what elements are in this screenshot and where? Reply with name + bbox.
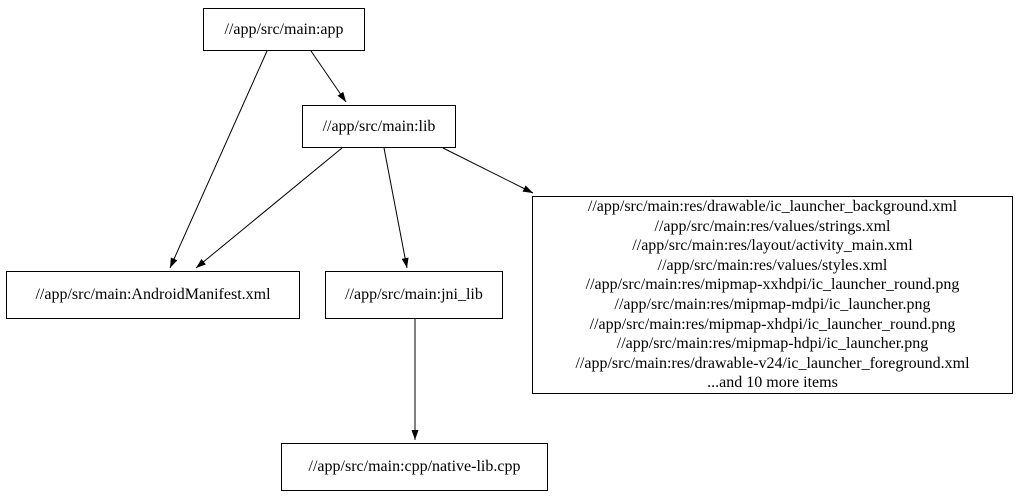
node-android-manifest-label: //app/src/main:AndroidManifest.xml [35,286,271,303]
edge-app-to-lib [310,50,347,103]
res-file-line: //app/src/main:res/layout/activity_main.… [632,237,913,255]
edge-app-to-androidmanifest [169,50,268,269]
res-file-line: //app/src/main:res/mipmap-hdpi/ic_launch… [616,335,929,353]
node-android-manifest: //app/src/main:AndroidManifest.xml [6,271,300,319]
res-file-line: //app/src/main:res/mipmap-mdpi/ic_launch… [614,296,931,313]
res-file-line: //app/src/main:res/mipmap-xxhdpi/ic_laun… [585,276,960,294]
res-file-line: //app/src/main:res/drawable-v24/ic_launc… [575,354,970,372]
res-file-line: //app/src/main:res/values/strings.xml [654,217,891,235]
res-file-line: //app/src/main:res/mipmap-xhdpi/ic_launc… [589,315,956,333]
node-native-lib-cpp: //app/src/main:cpp/native-lib.cpp [281,443,548,491]
res-more-items-line: ...and 10 more items [707,374,838,392]
node-native-lib-cpp-label: //app/src/main:cpp/native-lib.cpp [308,458,521,475]
node-lib: //app/src/main:lib [302,105,456,148]
edge-lib-to-resgroup [442,147,534,194]
node-jni-lib: //app/src/main:jni_lib [325,271,503,319]
node-res-group: //app/src/main:res/drawable/ic_launcher_… [532,196,1013,394]
node-lib-label: //app/src/main:lib [322,117,436,135]
node-jni-lib-label: //app/src/main:jni_lib [345,286,483,303]
res-file-line: //app/src/main:res/values/styles.xml [657,256,888,274]
res-file-line: //app/src/main:res/drawable/ic_launcher_… [587,198,958,216]
edge-lib-to-jnilib [383,147,409,269]
node-app-label: //app/src/main:app [224,20,344,38]
edge-lib-to-androidmanifest [195,147,343,269]
node-app: //app/src/main:app [203,8,365,51]
